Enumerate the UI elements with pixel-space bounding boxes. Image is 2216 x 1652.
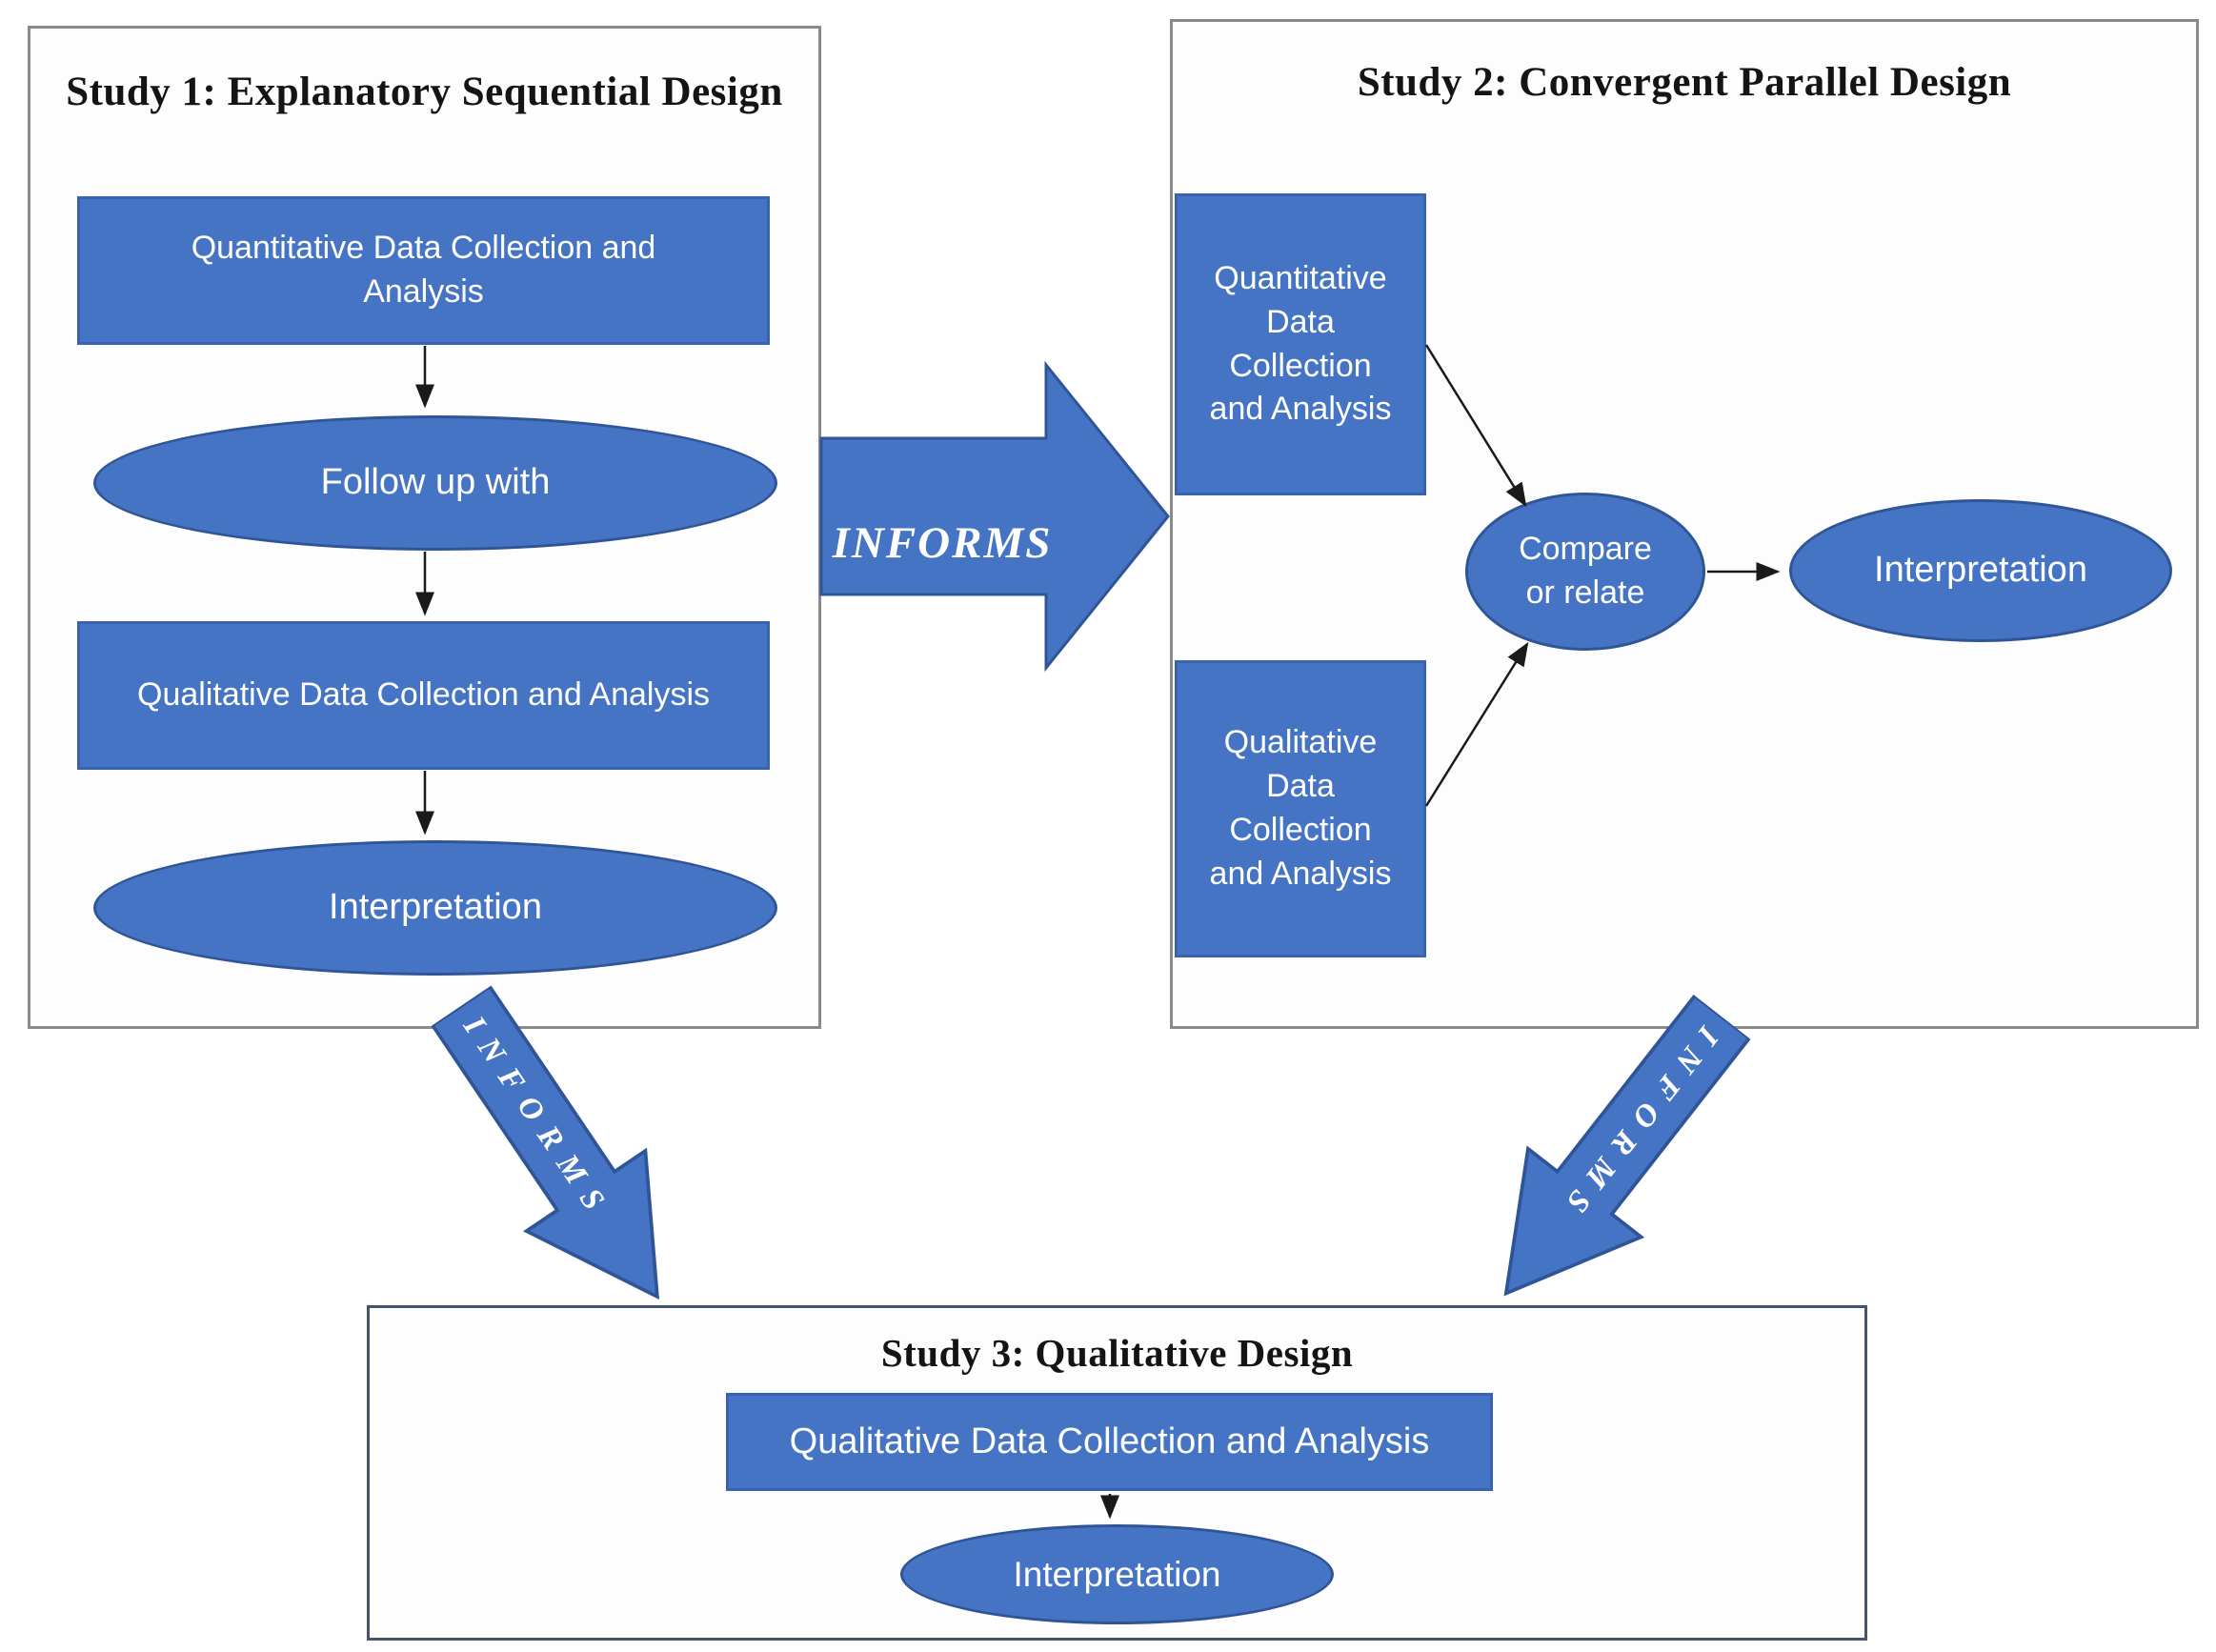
- informs-arrow-right-diagonal: INFORMS: [1444, 971, 1782, 1342]
- study2-qualitative-box: Qualitative Data Collection and Analysis: [1175, 660, 1426, 957]
- study3-qualitative-box: Qualitative Data Collection and Analysis: [726, 1393, 1493, 1491]
- informs-arrow-main-label: INFORMS: [832, 518, 1053, 568]
- study2-compare-ellipse: Compare or relate: [1465, 493, 1705, 651]
- study2-interpretation-label: Interpretation: [1874, 550, 2087, 591]
- study3-title: Study 3: Qualitative Design: [880, 1331, 1354, 1375]
- informs-arrow-left-diagonal: INFORMS: [398, 964, 721, 1342]
- informs-arrow-right-shape: [1503, 993, 1752, 1297]
- study1-followup-label: Follow up with: [320, 462, 551, 503]
- study2-interpretation-ellipse: Interpretation: [1789, 499, 2172, 642]
- study3-interpretation-label: Interpretation: [1013, 1554, 1221, 1594]
- study1-title: Study 1: Explanatory Sequential Design: [66, 70, 783, 114]
- study2-quantitative-box: Quantitative Data Collection and Analysi…: [1175, 193, 1426, 495]
- study1-quantitative-box-label: Quantitative Data Collection and Analysi…: [191, 230, 656, 310]
- study2-title: Study 2: Convergent Parallel Design: [1357, 60, 2012, 105]
- study1-interpretation-ellipse: Interpretation: [93, 840, 777, 976]
- study1-quantitative-box: Quantitative Data Collection and Analysi…: [77, 196, 770, 345]
- study1-followup-ellipse: Follow up with: [93, 415, 777, 551]
- informs-arrow-left-shape: [430, 984, 659, 1300]
- study1-interpretation-label: Interpretation: [329, 887, 542, 928]
- study3-interpretation-ellipse: Interpretation: [900, 1524, 1334, 1624]
- study1-qualitative-box-label: Qualitative Data Collection and Analysis: [137, 676, 710, 714]
- study1-qualitative-box: Qualitative Data Collection and Analysis: [77, 621, 770, 770]
- study3-qualitative-box-label: Qualitative Data Collection and Analysis: [789, 1420, 1430, 1461]
